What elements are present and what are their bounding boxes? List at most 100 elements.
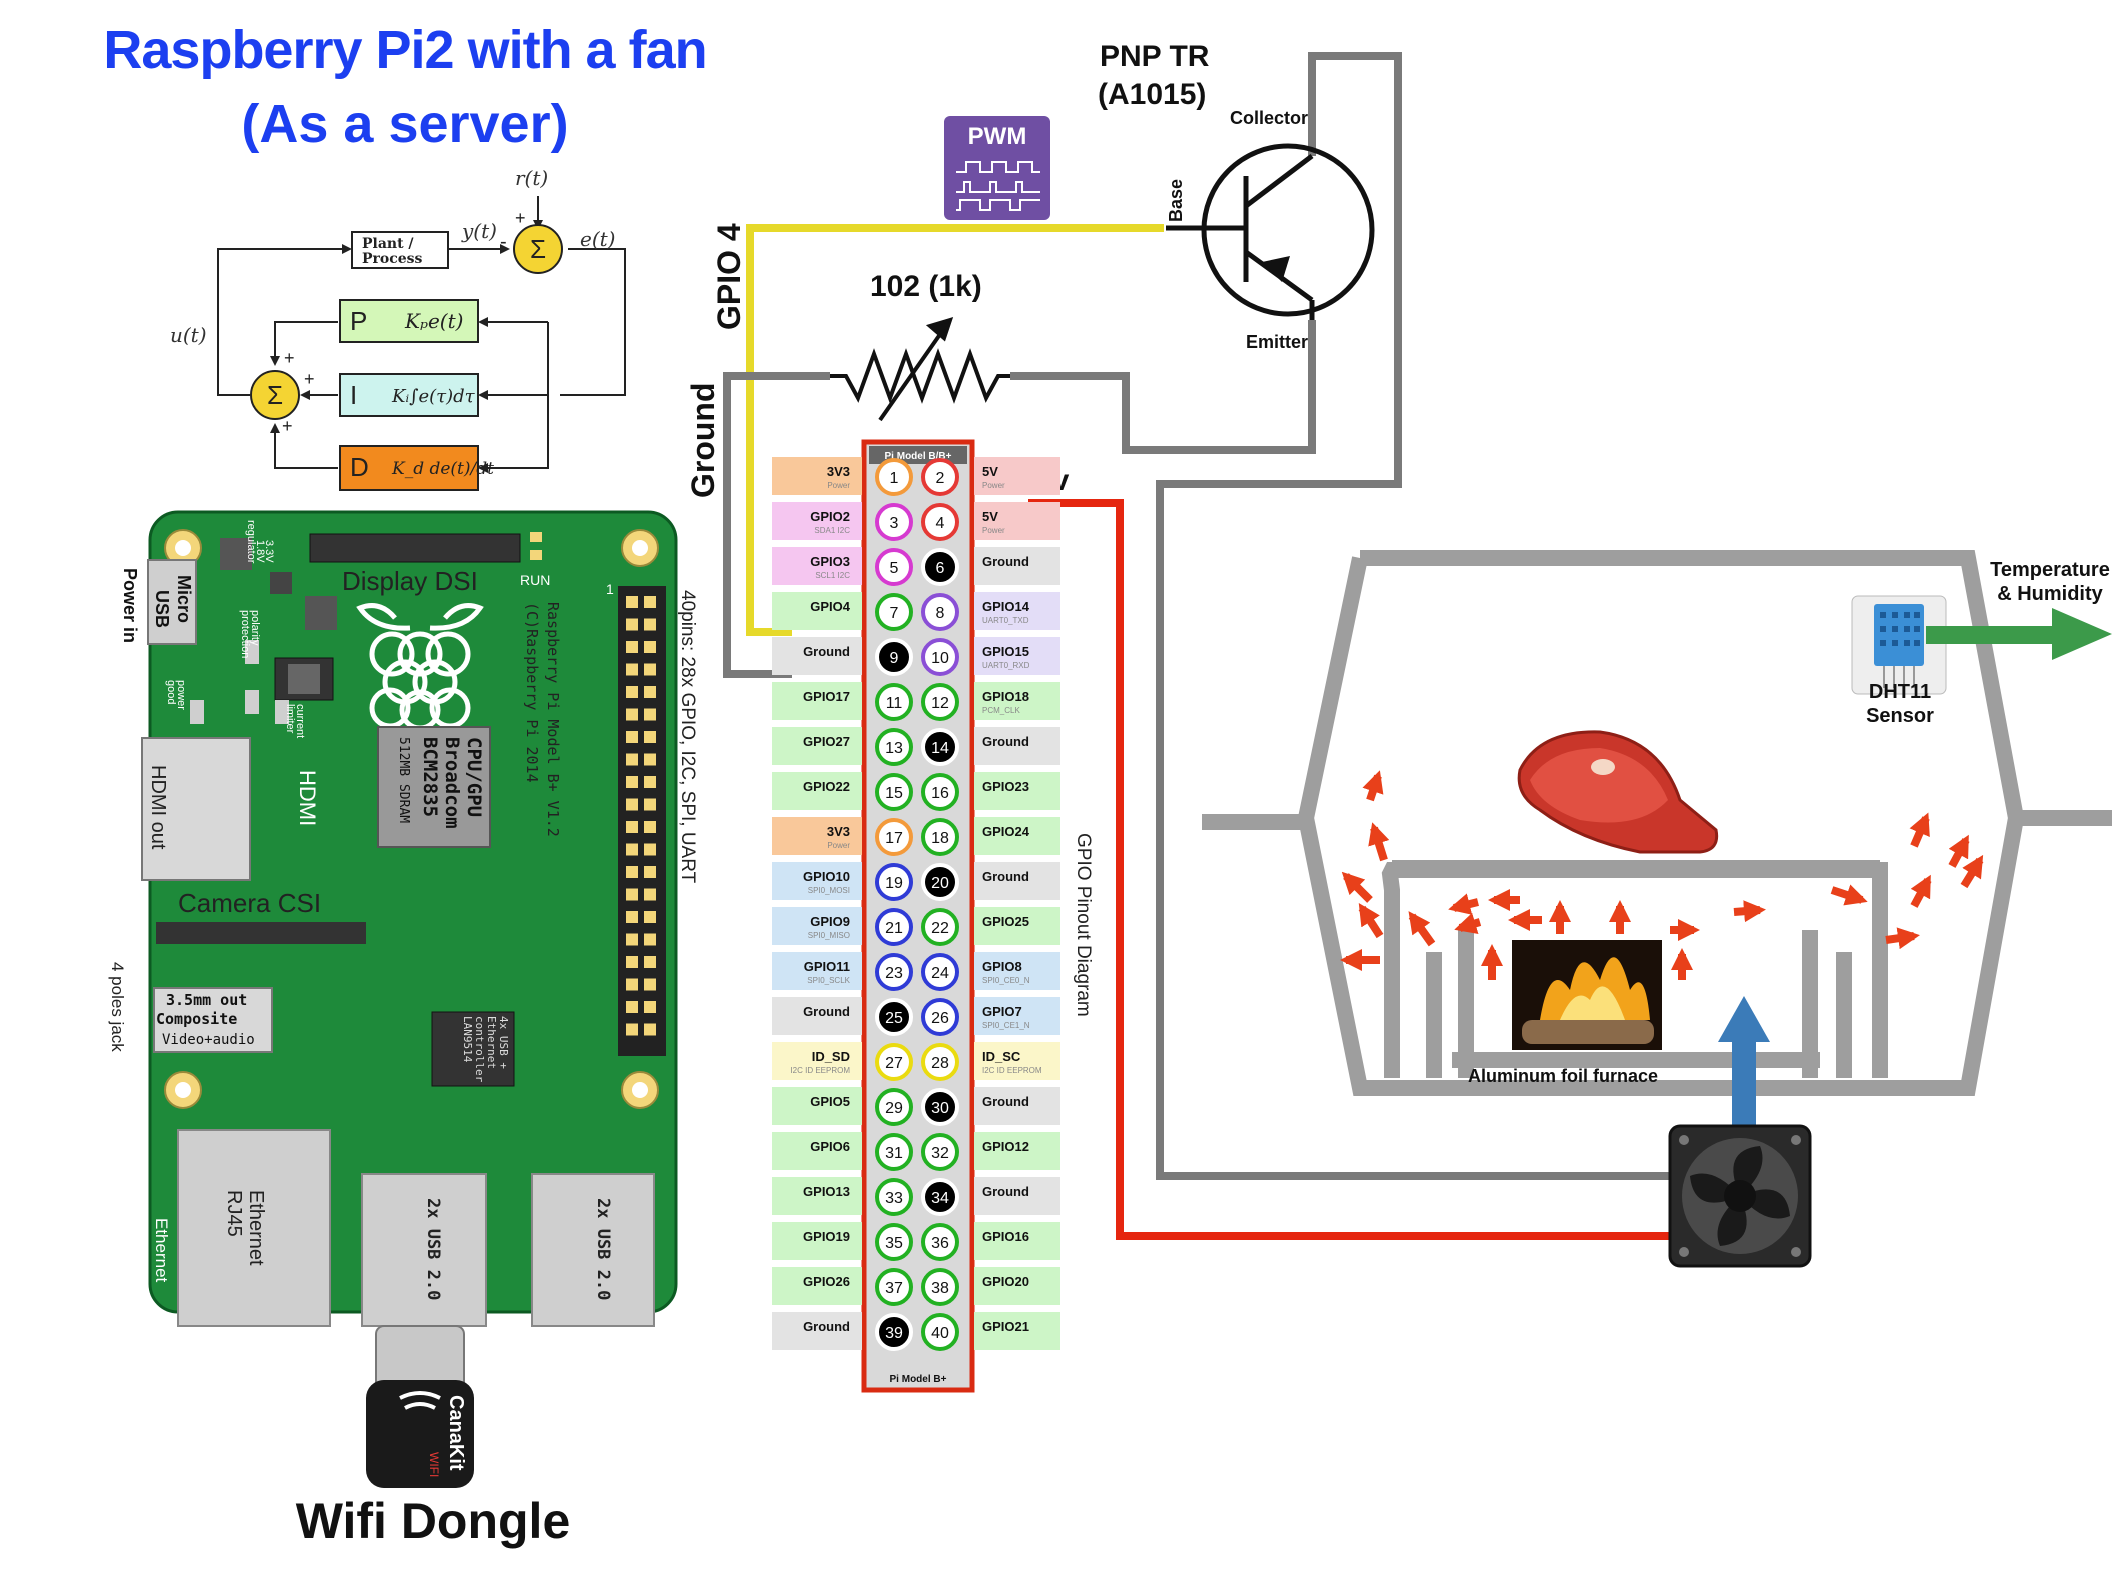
gpio-left-cell — [772, 1042, 862, 1080]
lan-label-4: LAN9514 — [461, 1016, 474, 1063]
raspberry-pi-board: Display DSI Micro USB Power in RUN 3.3V … — [108, 510, 698, 1327]
i-block — [339, 373, 479, 417]
gpio-left-label: GPIO11 — [804, 959, 850, 974]
heat-arrows — [1340, 770, 1984, 980]
gpio-left-cell — [772, 817, 862, 855]
gpio-pin-number: 24 — [931, 965, 949, 982]
gpio-left-label: GPIO19 — [803, 1229, 850, 1244]
plus-i: + — [304, 369, 315, 389]
ethernet-port — [177, 1129, 331, 1327]
gpio-pin-odd — [875, 953, 913, 991]
gpio-header-top-label: Pi Model B/B+ — [885, 451, 952, 462]
inner-shell — [1381, 862, 1888, 1078]
gpio-right-cell — [974, 772, 1060, 810]
gpio-right-label: Ground — [982, 869, 1029, 884]
gpio-right-sublabel: UART0_TXD — [982, 616, 1029, 625]
temperature-label-2: & Humidity — [1997, 583, 2103, 605]
gpio-pin-odd — [875, 818, 913, 856]
gpio-left-cell — [772, 637, 862, 675]
gpio-right-label: GPIO7 — [982, 1004, 1022, 1019]
gpio-right-label: Ground — [982, 734, 1029, 749]
gpio-pin-odd — [875, 998, 913, 1036]
gpio-pin-number: 38 — [931, 1280, 949, 1297]
sensor-label-1: DHT11 — [1869, 681, 1931, 703]
gpio-right-cell — [974, 637, 1060, 675]
dongle-wifi: WIFI — [427, 1452, 441, 1477]
gpio-pin-odd — [875, 548, 913, 586]
fire-image — [1512, 940, 1662, 1050]
furnace — [1202, 550, 2112, 1096]
gpio4-label: GPIO 4 — [711, 223, 747, 330]
micro-usb-port — [147, 559, 197, 645]
p-block-expr: Kₚe(t) — [404, 309, 463, 333]
gpio-left-label: GPIO26 — [803, 1274, 850, 1289]
pnp-transistor — [1166, 143, 1375, 320]
board-gpio-pin — [644, 776, 656, 788]
lan-chip — [431, 1011, 515, 1087]
board-gpio-pin — [626, 843, 638, 856]
gpio-left-label: Ground — [803, 644, 850, 659]
board-gpio-pin — [644, 978, 656, 991]
jack-label-2: Composite — [156, 1010, 237, 1028]
gpio-right-label: Ground — [982, 1184, 1029, 1199]
gpio-left-label: 3V3 — [827, 824, 850, 839]
gpio-pinout-table: Pi Model B/B+Pi Model B+3V3Power5VPower1… — [772, 439, 1060, 1393]
pid-diagram — [217, 196, 626, 473]
gpio-pin-even — [921, 1133, 959, 1171]
plus-p: + — [284, 348, 295, 368]
gpio-pin-number: 40 — [931, 1325, 949, 1342]
board-gpio-pin — [644, 956, 656, 968]
gpio-left-label: GPIO22 — [803, 779, 850, 794]
gpio-pin-number: 33 — [885, 1190, 903, 1207]
gpio-left-cell — [772, 502, 862, 540]
gpio-right-sublabel: I2C ID EEPROM — [982, 1066, 1042, 1075]
cpu-label-2: Broadcom — [441, 737, 463, 829]
gpio-pin-even — [921, 593, 959, 631]
board-gpio-pin — [626, 596, 638, 608]
current-limiter-label-2: limiter — [284, 704, 296, 734]
protection-label-2: protection — [239, 610, 251, 658]
p-block — [339, 299, 479, 343]
plant-label-2: Process — [362, 251, 423, 267]
board-gpio-pin — [626, 686, 638, 698]
gpio-pin-number: 26 — [931, 1010, 949, 1027]
gpio-pin-even — [921, 1178, 959, 1216]
gpio-left-cell — [772, 547, 862, 585]
cpu-label-1: CPU/GPU — [463, 737, 485, 817]
ground-label: Ground — [685, 382, 721, 498]
d-block-label: D — [350, 452, 369, 482]
gpio-right-label: Ground — [982, 1094, 1029, 1109]
gpio-pin-number: 17 — [885, 830, 903, 847]
gpio4-wire — [746, 224, 1164, 636]
gpio-pin-number: 8 — [936, 605, 945, 622]
gpio-right-label: GPIO8 — [982, 959, 1022, 974]
board-gpio-pin — [626, 708, 638, 721]
gpio-left-cell — [772, 1177, 862, 1215]
gpio-pin-number: 15 — [885, 785, 903, 802]
gpio-right-label: GPIO25 — [982, 914, 1029, 929]
i-block-expr: Kᵢ∫e(τ)dτ — [391, 386, 476, 407]
board-gpio-header — [618, 586, 666, 1056]
gpio-right-label: Ground — [982, 554, 1029, 569]
gpio-pin-even — [921, 503, 959, 541]
d-block-expr: K_d de(t)/dt — [391, 459, 494, 479]
model-label-1: Raspberry Pi Model B+ V1.2 — [544, 602, 562, 837]
pin1-label: 1 — [606, 581, 614, 597]
gpio-right-cell — [974, 457, 1060, 495]
gpio-pin-number: 36 — [931, 1235, 949, 1252]
gpio-right-cell — [974, 862, 1060, 900]
gpio-left-sublabel: SPI0_MOSI — [808, 886, 850, 895]
gpio-pin-odd — [875, 1223, 913, 1261]
gpio-right-cell — [974, 907, 1060, 945]
board-gpio-pin — [626, 753, 638, 766]
usb-a-label: 2x USB 2.0 — [423, 1198, 443, 1300]
gpio-note-label: 40pins: 28x GPIO, I2C, SPI, UART — [677, 590, 698, 884]
gpio-pin-number: 30 — [931, 1100, 949, 1117]
gpio-right-sublabel: Power — [982, 526, 1005, 535]
collector-wire — [1156, 52, 1672, 1180]
emitter-label: Emitter — [1246, 332, 1308, 352]
run-label: RUN — [520, 572, 550, 588]
gpio-left-cell — [772, 1087, 862, 1125]
board-gpio-pin — [644, 843, 656, 856]
